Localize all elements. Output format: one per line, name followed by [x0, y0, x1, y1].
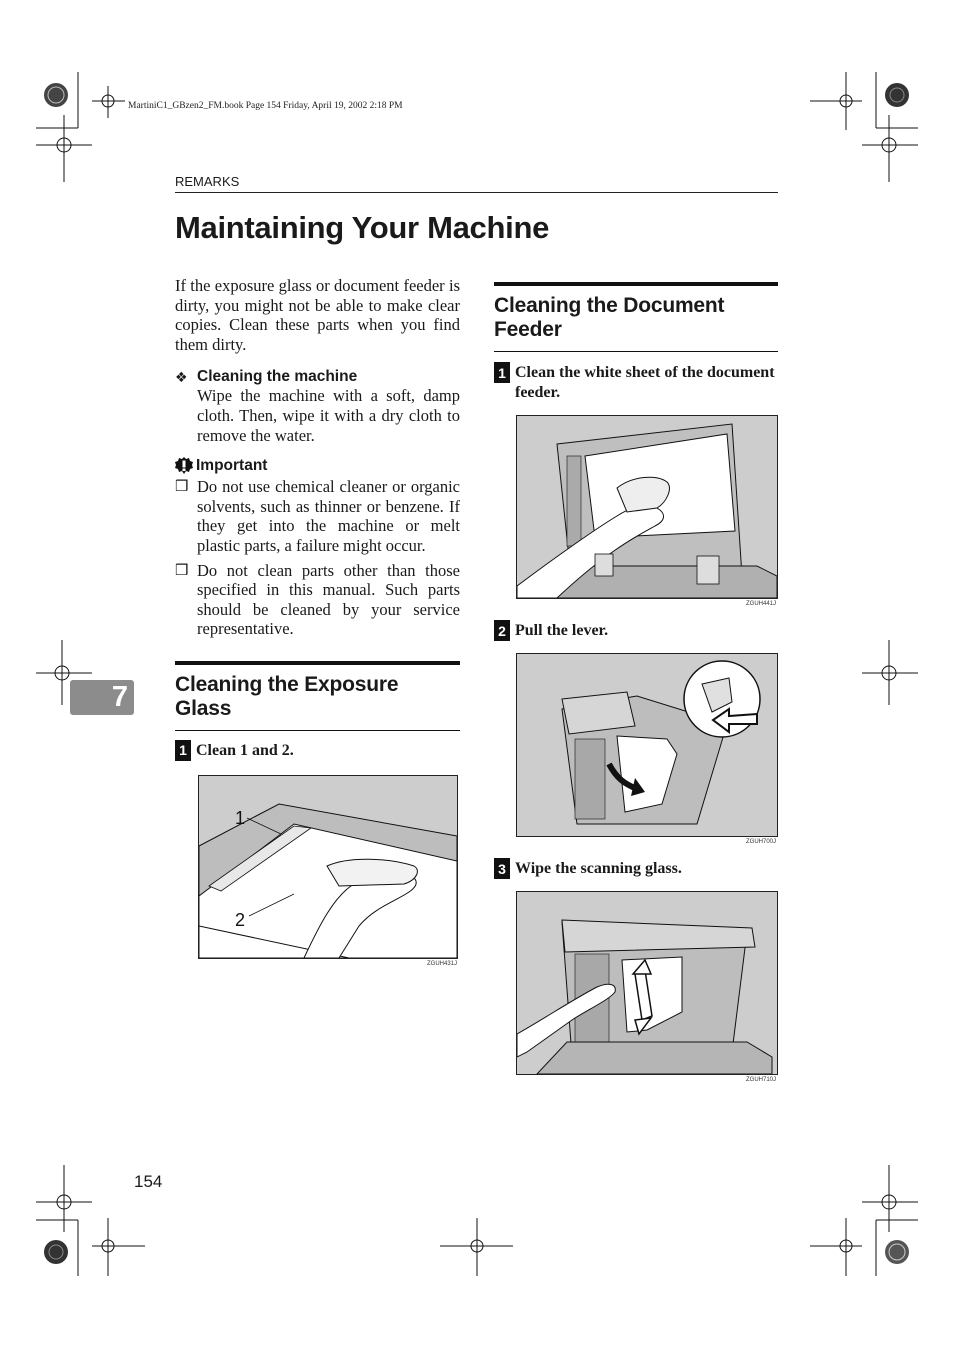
step-text: Clean the white sheet of the document fe… — [515, 364, 775, 401]
print-metadata: MartiniC1_GBzen2_FM.book Page 154 Friday… — [128, 101, 403, 111]
section-rule-top — [494, 282, 778, 286]
important-item: ❒ Do not use chemical cleaner or organic… — [175, 477, 460, 555]
step-text: Clean 1 and 2. — [196, 741, 294, 759]
step-number: 1 — [494, 362, 510, 383]
white-sheet-illustration — [516, 415, 778, 599]
cleaning-machine-body: Wipe the machine with a soft, damp cloth… — [197, 386, 460, 445]
diamond-bullet-icon: ❖ — [175, 368, 188, 385]
callout-2: 2 — [235, 910, 245, 930]
important-item-text: Do not use chemical cleaner or organic s… — [197, 477, 460, 555]
figure-code: ZGUH431J — [426, 960, 457, 967]
important-list: ❒ Do not use chemical cleaner or organic… — [175, 477, 460, 639]
exposure-glass-title: Cleaning the Exposure Glass — [175, 672, 399, 720]
figure-code: ZGUH710J — [745, 1077, 776, 1083]
scanning-glass-illustration — [516, 891, 778, 1075]
intro-paragraph: If the exposure glass or document feeder… — [175, 276, 460, 354]
white-sheet-drawing — [517, 416, 777, 598]
page-number: 154 — [134, 1172, 163, 1191]
exposure-glass-drawing: 1 2 — [199, 775, 457, 958]
important-item-text: Do not clean parts other than those spec… — [197, 560, 460, 639]
cleaning-machine-heading: ❖ Cleaning the machine — [175, 368, 460, 386]
scanning-glass-drawing — [517, 892, 777, 1074]
chapter-tab: 7 — [70, 680, 134, 715]
pull-lever-illustration — [516, 653, 778, 837]
right-column: Cleaning the Document Feeder 1 Clean the… — [494, 282, 778, 1083]
figure-code: ZGUH441J — [745, 601, 776, 607]
checkbox-icon: ❒ — [175, 478, 189, 496]
step-text: Wipe the scanning glass. — [515, 860, 682, 877]
step-number: 1 — [175, 739, 191, 761]
exposure-glass-step-1: 1 Clean 1 and 2. — [175, 739, 460, 761]
section-rule-top — [175, 660, 460, 665]
callout-1: 1 — [235, 808, 245, 828]
important-item: ❒ Do not clean parts other than those sp… — [175, 561, 460, 639]
section-header-label: REMARKS — [175, 174, 240, 189]
document-feeder-title: Cleaning the Document Feeder — [494, 294, 725, 341]
pull-lever-drawing — [517, 654, 777, 836]
cleaning-machine-heading-text: Cleaning the machine — [197, 368, 358, 386]
document-feeder-step-2: 2 Pull the lever. — [494, 620, 778, 641]
header-rule — [175, 192, 778, 193]
section-rule-bottom — [494, 351, 778, 352]
left-column: If the exposure glass or document feeder… — [175, 276, 460, 967]
page-title: Maintaining Your Machine — [175, 210, 550, 245]
important-heading: Important — [175, 457, 460, 475]
step-text: Pull the lever. — [515, 622, 609, 639]
checkbox-icon: ❒ — [175, 561, 189, 579]
important-icon — [175, 457, 193, 475]
step-number: 2 — [494, 620, 510, 641]
document-feeder-step-1: 1 Clean the white sheet of the document … — [494, 362, 778, 403]
exposure-glass-section: Cleaning the Exposure Glass 1 Clean 1 an… — [175, 660, 460, 967]
step-number: 3 — [494, 858, 510, 879]
figure-code: ZGUH700J — [745, 839, 776, 845]
exposure-glass-illustration: 1 2 — [198, 774, 458, 959]
important-heading-text: Important — [196, 457, 268, 475]
document-feeder-step-3: 3 Wipe the scanning glass. — [494, 858, 778, 879]
section-rule-bottom — [175, 729, 460, 731]
